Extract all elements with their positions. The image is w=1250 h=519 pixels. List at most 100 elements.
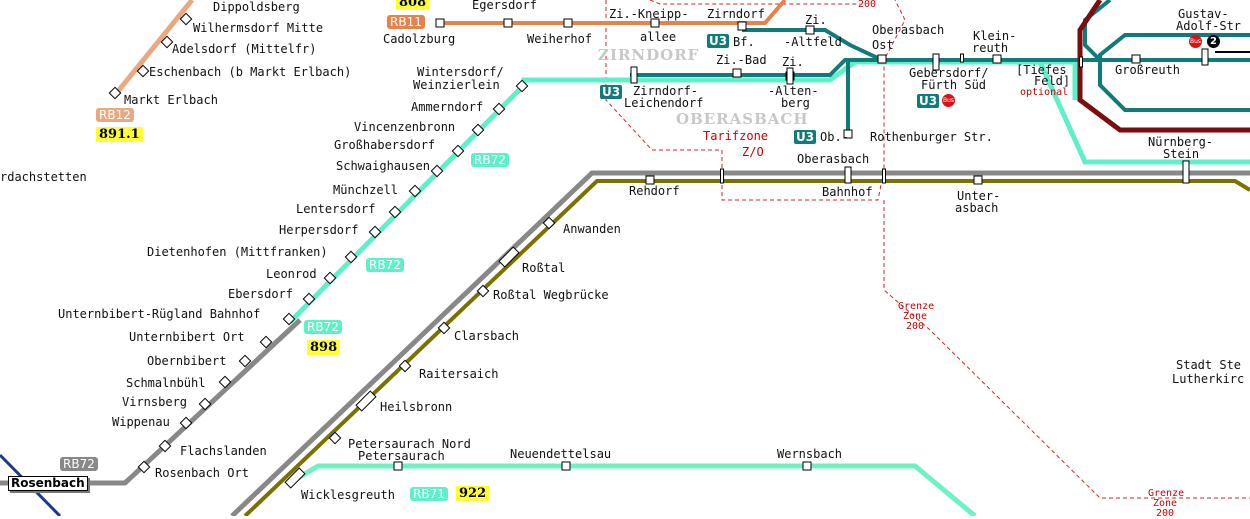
stop-marker-bar	[932, 53, 940, 71]
main-stop-label: Anwanden	[563, 222, 621, 236]
zone-boundaries	[605, 0, 1250, 499]
stop-marker-bar	[1201, 48, 1209, 66]
zone-200-label: 200	[858, 0, 877, 10]
u3-badge: U3	[600, 85, 623, 99]
main-olive-line	[243, 179, 1250, 516]
u3-stop-label: -Altfeld	[784, 35, 842, 49]
stop-marker-diamond	[179, 416, 193, 430]
bus-icon: Bus	[1189, 35, 1202, 48]
stop-marker-diamond	[430, 164, 444, 178]
grenze-label: 200	[1155, 508, 1175, 519]
stop-marker-square	[561, 461, 571, 471]
main-stop-label: Heilsbronn	[380, 400, 453, 414]
rb72-badge: RB72	[304, 320, 342, 334]
rb72-stop-label: Herpersdorf	[279, 223, 359, 237]
stop-marker-square	[802, 461, 812, 471]
transfer-2-icon: 2	[1207, 35, 1220, 48]
u3-stop-label: -Alten-	[768, 84, 819, 98]
east-stop-label: Lutherkirc	[1172, 372, 1245, 386]
stop-marker-diamond	[108, 86, 122, 100]
east-stop-label: Nürnberg-	[1148, 135, 1214, 149]
bus-icon: Bus	[942, 94, 955, 107]
rb72-badge: RB72	[471, 153, 509, 167]
stop-marker-diamond	[238, 354, 252, 368]
u3-stop-label: berg	[781, 96, 810, 110]
stop-marker-square	[877, 54, 887, 64]
stop-marker-bar	[1182, 160, 1190, 184]
stop-markers	[108, 12, 1209, 489]
rb71-number: 922	[456, 486, 490, 501]
main-stop-label: Petersaurach Nord	[348, 437, 471, 451]
stop-marker-diamond	[437, 321, 451, 335]
bottom-tram-line	[293, 463, 977, 516]
stop-marker-bar	[284, 467, 306, 489]
east-stop-label: Stadt Ste	[1176, 358, 1242, 372]
stop-marker-bar	[882, 168, 886, 184]
east-stop-label: Klein-	[973, 29, 1017, 43]
rb11-number: 808	[396, 0, 430, 10]
u3-stop-label: Zirndorf-	[633, 84, 699, 98]
east-stop-label: [Tiefes	[1016, 63, 1067, 77]
rb72-stop-label: Lentersdorf	[296, 202, 376, 216]
rb11-stop-label: Egersdorf	[472, 0, 538, 12]
stop-marker-diamond	[198, 397, 212, 411]
tarifzone-label: Tarifzone	[703, 129, 769, 143]
rb72-stop-label: Schmalnbühl	[126, 376, 206, 390]
stop-marker-square	[992, 54, 1002, 64]
east-stop-label: Feld]	[1034, 74, 1071, 88]
east-stop-label: Großreuth	[1115, 63, 1181, 77]
grenze-label: 200	[905, 321, 925, 332]
main-stop-label: Unter-	[957, 189, 1001, 203]
main-stop-label: Clarsbach	[454, 329, 520, 343]
stop-marker-square	[732, 68, 742, 78]
east-stop-label: Gebersdorf/	[909, 66, 989, 80]
rb12-badge: RB12	[96, 108, 134, 122]
rb11-line	[440, 0, 787, 25]
u3-stop-label: Bf.	[733, 35, 755, 49]
stop-marker-square	[563, 18, 573, 28]
rb72-stop-label: Leonrod	[266, 267, 317, 281]
rb72-stop-label: Flachslanden	[180, 444, 267, 458]
stop-marker-diamond	[344, 250, 358, 264]
zone-oberasbach-label: OBERASBACH	[676, 110, 809, 128]
stop-marker-diamond	[179, 12, 193, 26]
rb12-stop-label: Eschenbach (b Markt Erlbach)	[149, 65, 352, 79]
u3-badge: U3	[707, 34, 730, 48]
optional-label: optional	[1020, 87, 1069, 98]
main-stop-label: Oberasbach	[797, 152, 870, 166]
east-stop-label: Oberasbach	[872, 23, 945, 37]
rb12-stop-label: Adelsdorf (Mittelfr)	[172, 42, 317, 56]
main-stop-label: Roßtal Wegbrücke	[493, 288, 609, 302]
u3-badge: U3	[917, 94, 940, 108]
stop-marker-bar	[498, 246, 520, 268]
main-gray-line	[230, 170, 1250, 516]
grenze-label: Zone	[902, 311, 928, 322]
stop-marker-diamond	[471, 123, 485, 137]
u3-stop-label: Zi.-Bad	[716, 53, 767, 67]
west-cut-label: rdachstetten	[0, 170, 87, 184]
stop-marker-diamond	[218, 375, 232, 389]
rb12-number: 891.1	[96, 127, 143, 142]
stop-marker-bar	[844, 166, 852, 184]
rb12-stop-label: Dippoldsberg	[213, 0, 300, 14]
u3-stop-label: Ob.-	[820, 130, 849, 144]
rb72-stop-label: Unternbibert Ort	[129, 330, 245, 344]
rb72-stop-label: Unternbibert-Rügland Bahnhof	[58, 307, 261, 321]
rb72-stop-label: Virnsberg	[122, 395, 188, 409]
stop-marker-diamond	[136, 64, 150, 78]
bottom-stop-label: Neuendettelsau	[510, 447, 612, 461]
stop-marker-diamond	[160, 35, 174, 49]
rb72-stop-label: Obernbibert	[147, 354, 227, 368]
stop-marker-square	[645, 175, 655, 185]
east-stop-label: Gustav-	[1178, 7, 1229, 21]
main-stop-label: Bahnhof	[822, 185, 873, 199]
rb72-stop-label: Dietenhofen (Mittfranken)	[147, 245, 328, 259]
grenze-label: Grenze	[1148, 488, 1185, 499]
stop-marker-diamond	[515, 79, 529, 93]
stop-marker-diamond	[542, 216, 556, 230]
east-stop-label: reuth	[972, 41, 1009, 55]
rb11-stop-label: Zi.-Kneipp-	[609, 7, 689, 21]
rb11-stop-label: Weiherhof	[527, 32, 593, 46]
main-stop-label: asbach	[955, 201, 999, 215]
stop-marker-square	[973, 175, 983, 185]
